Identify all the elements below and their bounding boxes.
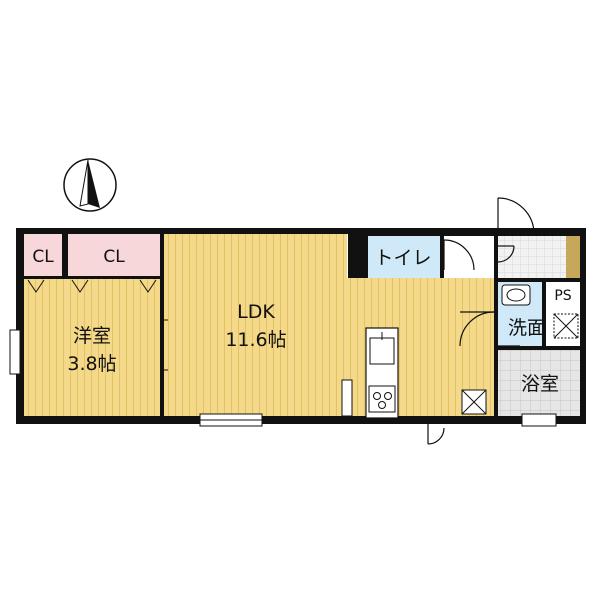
ps-floor bbox=[546, 282, 580, 306]
western-room-floor bbox=[24, 278, 162, 416]
stove-icon bbox=[368, 385, 396, 413]
closet-left-floor bbox=[24, 234, 64, 278]
sliding-door bbox=[162, 319, 168, 371]
storage-box bbox=[461, 389, 487, 415]
ldk-size: 11.6帖 bbox=[225, 329, 286, 351]
doors bbox=[427, 197, 535, 445]
sink-icon bbox=[369, 332, 395, 365]
closet-doors bbox=[27, 279, 157, 293]
kitchen-counter bbox=[341, 327, 399, 419]
closet-left-label: CL bbox=[32, 247, 54, 267]
ps-label: PS bbox=[554, 288, 571, 304]
washing-machine-pan-icon bbox=[553, 313, 579, 339]
entry-floor bbox=[440, 236, 496, 278]
washroom-label: 洗面 bbox=[508, 317, 546, 339]
western-room-name: 洋室 bbox=[73, 325, 111, 347]
windows bbox=[9, 236, 580, 427]
bathroom-label: 浴室 bbox=[521, 373, 559, 395]
ldk-name: LDK bbox=[237, 301, 275, 323]
closet-right-label: CL bbox=[103, 247, 125, 267]
walls bbox=[16, 228, 586, 424]
western-room-size: 3.8帖 bbox=[67, 353, 116, 375]
closet-right-floor bbox=[68, 234, 160, 278]
ldk-floor bbox=[162, 234, 347, 416]
toilet-label: トイレ bbox=[374, 247, 431, 269]
toilet-floor bbox=[368, 236, 440, 278]
washbasin-icon bbox=[501, 284, 531, 306]
bathroom-floor bbox=[498, 350, 580, 416]
north-arrow-icon bbox=[63, 158, 117, 212]
